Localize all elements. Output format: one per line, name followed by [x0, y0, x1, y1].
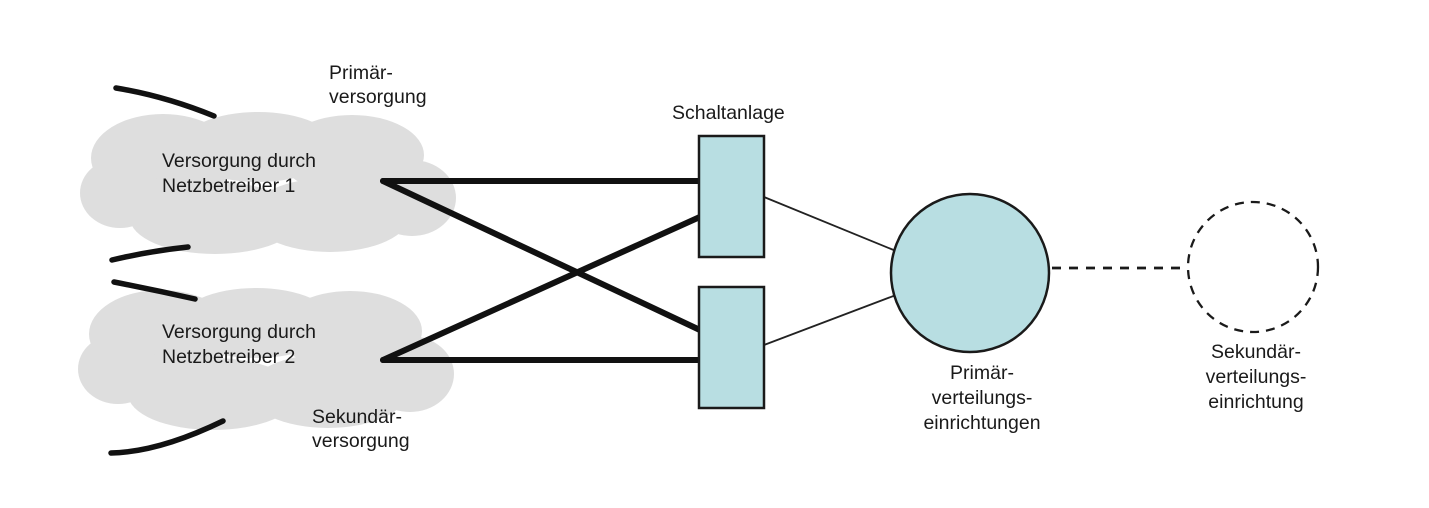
cloud2-label-line1: Versorgung durch	[162, 321, 316, 343]
distribution-links	[763, 196, 897, 346]
primary-distribution-label-line2: verteilungs-	[932, 387, 1033, 409]
feeder-lines	[380, 178, 705, 363]
secondary-supply-label-line1: Sekundär-	[312, 406, 402, 428]
cable-stubs	[108, 85, 226, 456]
cable-stub-icon	[113, 85, 217, 119]
switchgear-label: Schaltanlage	[672, 102, 785, 124]
feeder-line-n1-bottom	[380, 178, 705, 334]
link-top-rect-to-circle	[763, 196, 897, 252]
primary-distribution-label-line3: einrichtungen	[923, 412, 1040, 434]
cloud-lobe	[130, 182, 300, 254]
secondary-distribution-label-line1: Sekundär-	[1211, 341, 1301, 363]
cloud2-label-line2: Netzbetreiber 2	[162, 346, 295, 368]
primary-distribution-circle	[889, 192, 1051, 354]
switchgear-rect-top	[697, 134, 766, 259]
cloud-lobe	[128, 358, 298, 430]
secondary-distribution-label-line2: verteilungs-	[1206, 366, 1307, 388]
secondary-distribution-circle	[1186, 200, 1320, 334]
primary-supply-label-line1: Primär-	[329, 62, 393, 84]
feeder-line-n2-top	[380, 213, 705, 363]
cable-stub-icon	[111, 279, 198, 302]
cloud1-label-line1: Versorgung durch	[162, 150, 316, 172]
secondary-supply-label-line2: versorgung	[312, 430, 410, 452]
switchgear-rect-bottom	[697, 285, 766, 410]
cloud-lobe	[80, 158, 160, 228]
link-bottom-rect-to-circle	[763, 294, 897, 346]
cloud-lobe	[78, 334, 158, 404]
primary-supply-label-line2: versorgung	[329, 86, 427, 108]
cloud1-label-line2: Netzbetreiber 1	[162, 175, 295, 197]
cable-stub-icon	[109, 244, 191, 263]
cloud-network-2	[78, 288, 454, 430]
secondary-distribution-label-line3: einrichtung	[1208, 391, 1303, 413]
cable-stub-icon	[108, 418, 226, 456]
primary-distribution-label-line1: Primär-	[950, 362, 1014, 384]
